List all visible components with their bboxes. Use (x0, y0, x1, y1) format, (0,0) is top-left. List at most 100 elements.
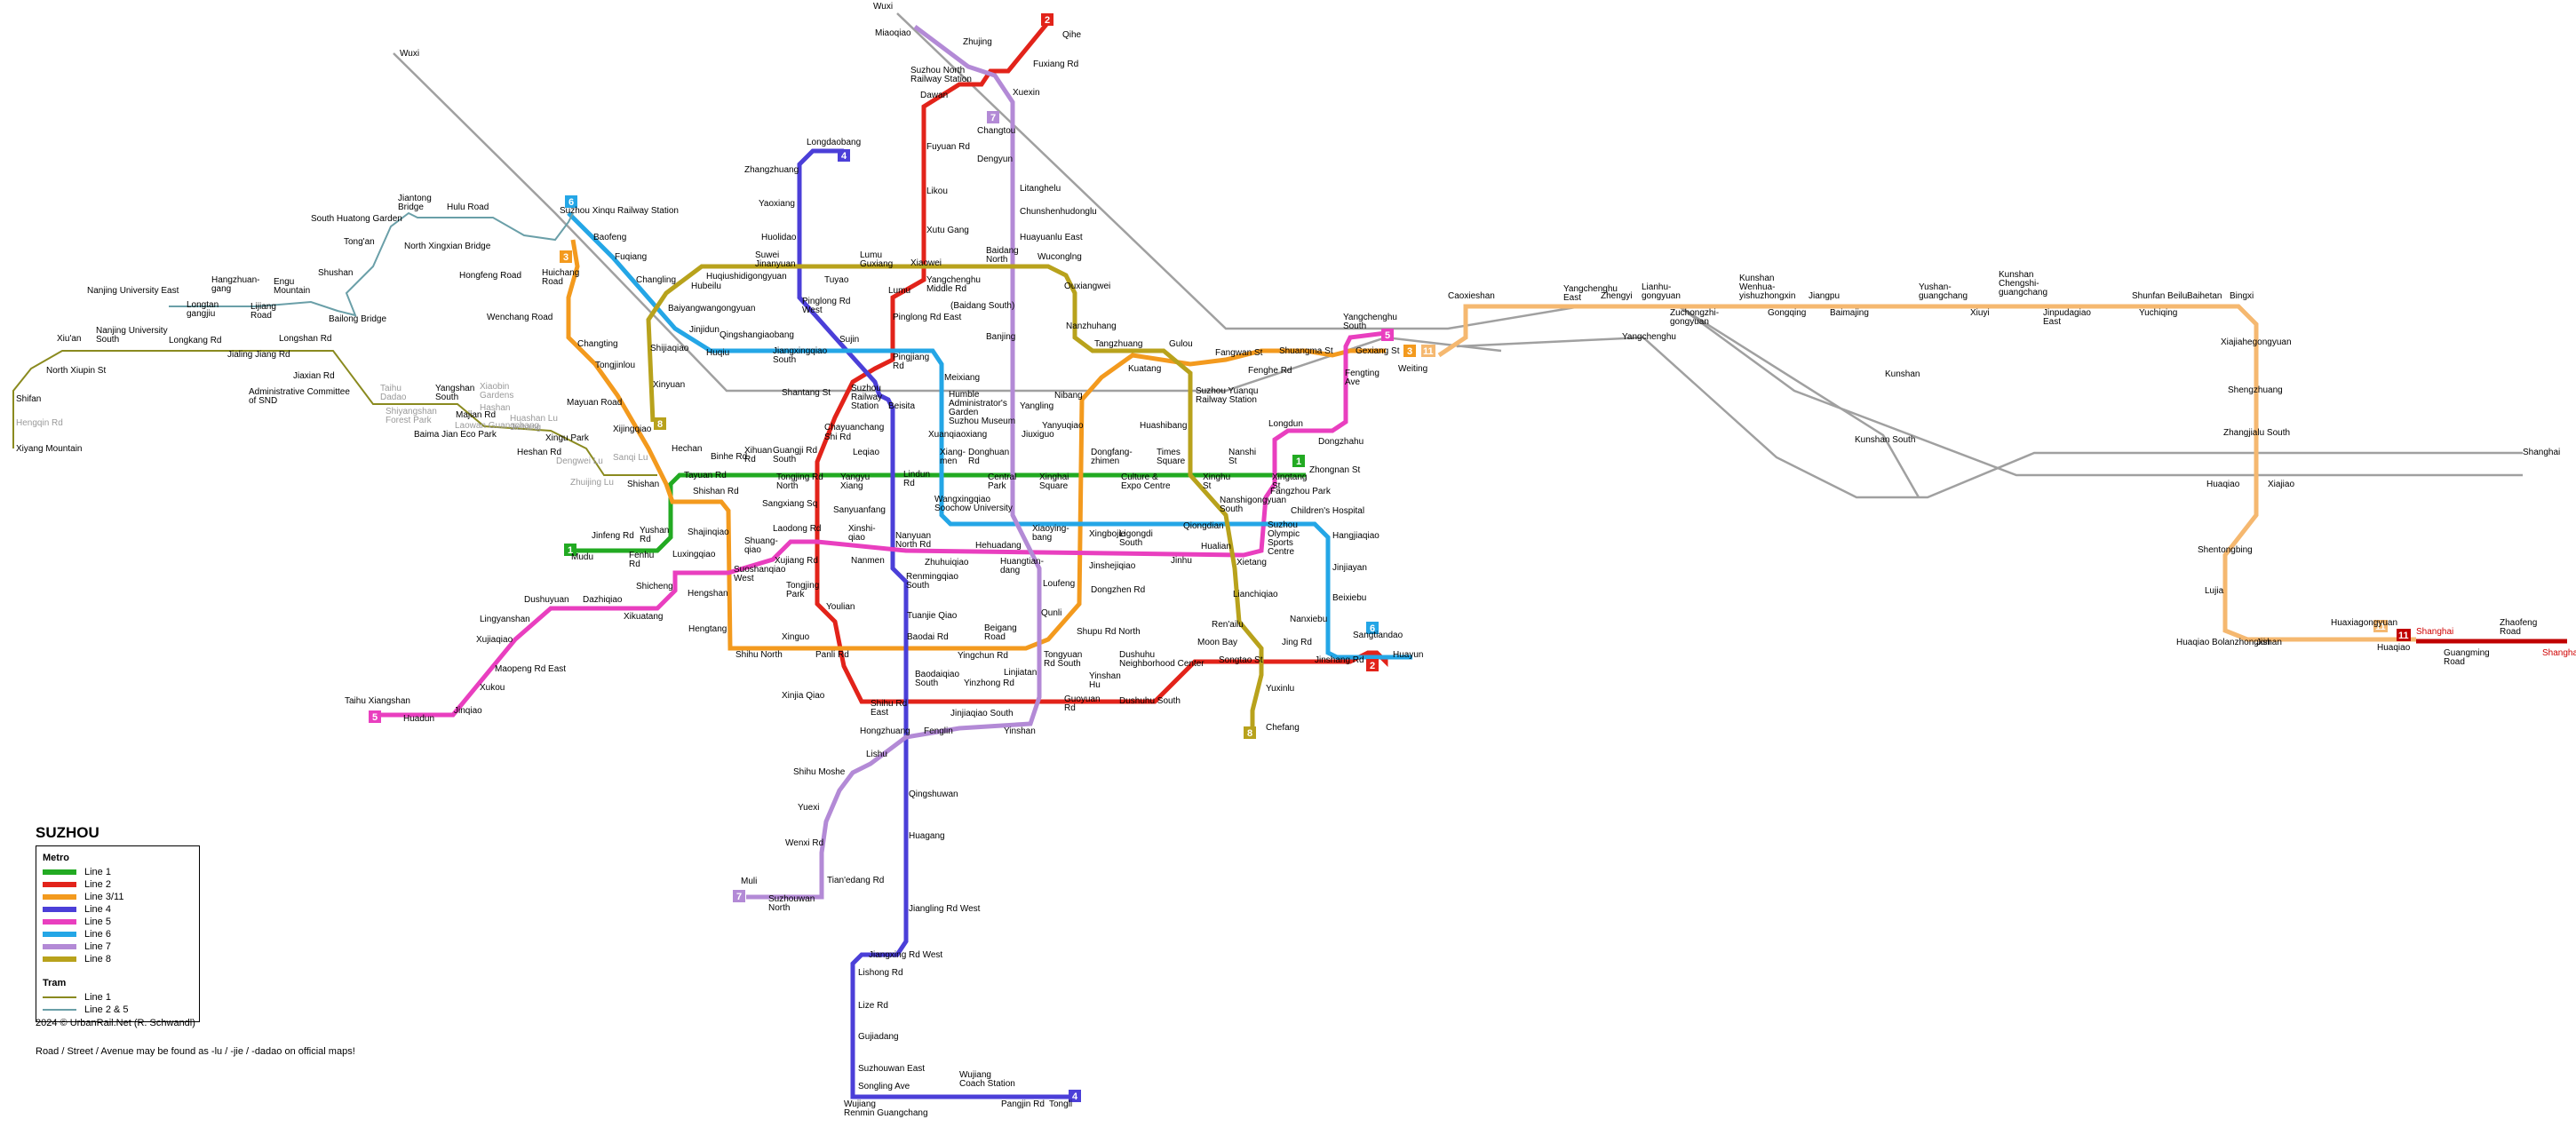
station-label-lishu: Lishu (866, 750, 887, 759)
station-label-gexiang: Gexiang St (1356, 346, 1400, 356)
station-label-jinjiagiao: Jinjiaqiao South (950, 709, 1014, 718)
station-label-fuqiang: Fuqiang (615, 252, 647, 262)
line-6-badge (565, 195, 577, 208)
station-label-north-xiupin: North Xiupin St (46, 366, 106, 376)
station-label-fenghe: Fenghe Rd (1248, 366, 1292, 376)
station-label-changling: Changling (636, 275, 676, 285)
station-label-xiangmen: Xiang-men (940, 448, 966, 466)
station-label-chunshen: Chunshenhudonglu (1020, 207, 1097, 217)
line-7 (746, 25, 1042, 900)
station-label-bailong: Bailong Bridge (329, 314, 386, 324)
station-label-hubeilu: Hubeilu (691, 282, 721, 291)
station-label-pinglong-e: Pinglong Rd East (893, 313, 961, 322)
station-label-dengyun: Dengyun (977, 155, 1013, 164)
station-label-yanyuqiao: Yanyuqiao (1042, 421, 1084, 431)
line-3 (566, 239, 1386, 651)
line-4-badge-text: 4 (841, 151, 847, 162)
line-11-badge-east-text: 11 (2375, 622, 2386, 632)
station-label-gulou: Gulou (1169, 339, 1193, 349)
station-label-fuyuan: Fuyuan Rd (926, 142, 970, 152)
line-2-badge (1041, 13, 1053, 26)
station-label-qingshuwan: Qingshuwan (909, 790, 958, 799)
station-label-gr-sanqi: Sanqi Lu (613, 453, 648, 463)
station-label-huangtian: Huangtian-dang (1000, 557, 1044, 575)
station-label-sujin: Sujin (839, 335, 859, 345)
station-label-fuxiang: Fuxiang Rd (1033, 60, 1078, 69)
station-label-tianedang: Tian'edang Rd (827, 876, 884, 885)
station-label-lishong: Lishong Rd (858, 968, 903, 978)
station-label-lianfeng: Loufeng (1043, 579, 1075, 589)
station-label-nibang: Nibang (1054, 391, 1083, 401)
line-4-badge-south-text: 4 (1072, 1091, 1078, 1102)
station-label-hualian: Hualian (1201, 542, 1231, 552)
legend-swatch (43, 944, 76, 949)
station-label-shuangqiao: Shuang-qiao (744, 536, 778, 555)
station-label-jiangxing-w: Jiangxing Rd West (869, 950, 942, 960)
station-label-weiting: Weiting (1398, 364, 1427, 374)
station-label-tuanjie: Tuanjie Qiao (907, 611, 958, 621)
legend-label: Line 7 (84, 941, 111, 952)
line-4-badge (838, 149, 850, 162)
legend-metro-row: Line 5 (43, 916, 193, 928)
station-label-bingxi: Bingxi (2230, 291, 2254, 301)
station-label-lujia: Lujia (2205, 586, 2224, 596)
legend-swatch (43, 932, 76, 937)
station-label-meixiang: Meixiang (944, 373, 980, 383)
station-label-xiyang: Xiyang Mountain (16, 444, 83, 454)
station-label-miaoqiao: Miaoqiao (875, 28, 911, 38)
station-label-hulurd: Hulu Road (447, 202, 489, 212)
station-label-baima: Baima Jian Eco Park (414, 430, 497, 440)
legend-metro-row: Line 8 (43, 953, 193, 965)
legend-tram-swatch (43, 1009, 76, 1011)
legend-label: Line 3/11 (84, 892, 124, 902)
station-label-tsg-hengqin: Hengqin Rd (16, 418, 63, 428)
station-label-gujiadang: Gujiadang (858, 1032, 899, 1042)
legend-label: Line 1 (84, 992, 111, 1003)
station-label-longdao: Longdaobang (807, 138, 861, 147)
line-7-badge-text: 7 (990, 113, 996, 123)
station-label-banjing: Banjing (986, 332, 1015, 342)
station-label-huayun: Huayun (1393, 650, 1423, 660)
station-label-sangtiandao: Sangtiandao (1353, 631, 1403, 640)
station-label-gr-laowan: Laowan Guangchang (455, 421, 539, 431)
station-label-tongli: Tongli (1049, 1099, 1072, 1109)
station-label-chayuan: Chayuanchang (824, 423, 884, 433)
station-label-jinfeng: Jinfeng Rd (592, 531, 634, 541)
note-text: Road / Street / Avenue may be found as -… (36, 1046, 355, 1057)
line-1-badge-east-text: 1 (1296, 456, 1301, 467)
legend-metro-row: Line 1 (43, 866, 193, 878)
station-label-mayuan: Mayuan Road (567, 398, 622, 408)
station-label-shanghai-red2: Shanghai (2542, 648, 2576, 658)
line-badges: 2 7 4 6 3 8 1 1 5 5 6 2 8 7 4 3 11 11 (369, 13, 2411, 1102)
station-label-yuexi: Yuexi (798, 803, 819, 813)
station-label-renailu: Ren'ailu (1212, 620, 1244, 630)
station-label-lianhu: Lianhu-gongyuan (1642, 282, 1681, 301)
station-label-pangjin: Pangjin Rd (1001, 1099, 1045, 1109)
station-label-qingshan: Qingshangiaobang (720, 330, 794, 340)
legend-metro-row: Line 2 (43, 878, 193, 891)
shanghai-11-badge (2397, 629, 2411, 641)
station-label-hengshan: Hengshan (688, 589, 728, 599)
station-label-longshan: Longshan Rd (279, 334, 332, 344)
station-label-zhangjialu: Zhangjialu South (2223, 428, 2290, 438)
line-4 (797, 148, 1079, 1099)
